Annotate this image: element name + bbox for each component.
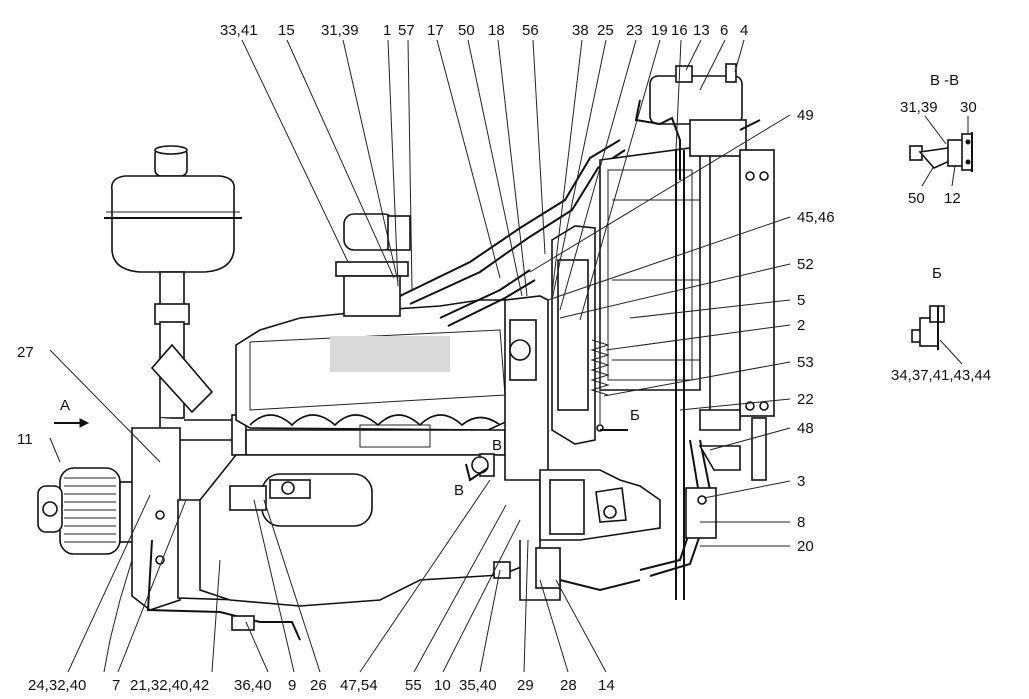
clutch-housing <box>539 445 741 541</box>
section-vv-detail: В -В 31,39 30 50 12 <box>900 72 977 207</box>
callout: 50 <box>908 190 925 207</box>
callout: 45,46 <box>797 209 835 226</box>
pulley <box>37 467 147 555</box>
callout: 14 <box>598 677 615 694</box>
callout: 34,37,41,43,44 <box>891 367 991 384</box>
callout: 53 <box>797 354 814 371</box>
callout: 18 <box>488 22 505 39</box>
callout: 30 <box>960 99 977 116</box>
callout: 12 <box>944 190 961 207</box>
section-b-title: Б <box>932 265 942 282</box>
callout: 1 <box>383 22 391 39</box>
view-arrow-a: А <box>54 397 90 428</box>
leader-lines <box>49 39 791 673</box>
callout: 35,40 <box>459 677 497 694</box>
oil-cooler <box>739 149 775 481</box>
callout: 48 <box>797 420 814 437</box>
section-letter-b-main: Б <box>630 407 640 424</box>
callout: 23 <box>626 22 643 39</box>
callout: 21,32,40,42 <box>130 677 209 694</box>
callout: 57 <box>398 22 415 39</box>
callout: 38 <box>572 22 589 39</box>
callout: 28 <box>560 677 577 694</box>
callout: 20 <box>797 538 814 555</box>
callout: 5 <box>797 292 805 309</box>
callout: 3 <box>797 473 805 490</box>
callout: 10 <box>434 677 451 694</box>
callout: 17 <box>427 22 444 39</box>
expansion-tank <box>634 63 761 180</box>
section-letter-v-lower: В <box>454 482 464 499</box>
callout: 33,41 <box>220 22 258 39</box>
callout: 24,32,40 <box>28 677 86 694</box>
radiator <box>599 144 741 600</box>
callout: 27 <box>17 344 34 361</box>
callout: 7 <box>112 677 120 694</box>
callout: 26 <box>310 677 327 694</box>
callout: 55 <box>405 677 422 694</box>
section-letter-v-upper: В <box>492 437 502 454</box>
callout: 29 <box>517 677 534 694</box>
callout: 22 <box>797 391 814 408</box>
starter <box>229 473 373 527</box>
view-letter-a: А <box>60 397 70 414</box>
callout: 16 <box>671 22 688 39</box>
callout: 13 <box>693 22 710 39</box>
callout: 15 <box>278 22 295 39</box>
callout: 6 <box>720 22 728 39</box>
callout: 25 <box>597 22 614 39</box>
air-filter <box>104 145 242 419</box>
callout: 2 <box>797 317 805 334</box>
callout: 49 <box>797 107 814 124</box>
section-vv-title: В -В <box>930 72 959 89</box>
callout: 11 <box>17 431 33 448</box>
callout: 31,39 <box>321 22 359 39</box>
callout: 8 <box>797 514 805 531</box>
callout: 47,54 <box>340 677 378 694</box>
callout: 56 <box>522 22 539 39</box>
callout: 50 <box>458 22 475 39</box>
callouts-top: 33,41 15 31,39 1 57 17 50 18 56 38 25 23… <box>220 22 748 39</box>
callout: 4 <box>740 22 748 39</box>
callout: 31,39 <box>900 99 938 116</box>
callouts-left: 27 11 <box>17 344 34 448</box>
engine-drawing <box>37 63 775 673</box>
fan <box>551 225 596 445</box>
callouts-bottom: 24,32,40 7 21,32,40,42 36,40 9 26 47,54 … <box>28 677 615 694</box>
callout: 19 <box>651 22 668 39</box>
carburetor <box>335 213 411 317</box>
callout: 52 <box>797 256 814 273</box>
callout: 9 <box>288 677 296 694</box>
callouts-right: 49 45,46 52 5 2 53 22 48 3 8 20 <box>797 107 835 555</box>
section-b-detail: Б 34,37,41,43,44 <box>891 265 991 384</box>
callout: 36,40 <box>234 677 272 694</box>
